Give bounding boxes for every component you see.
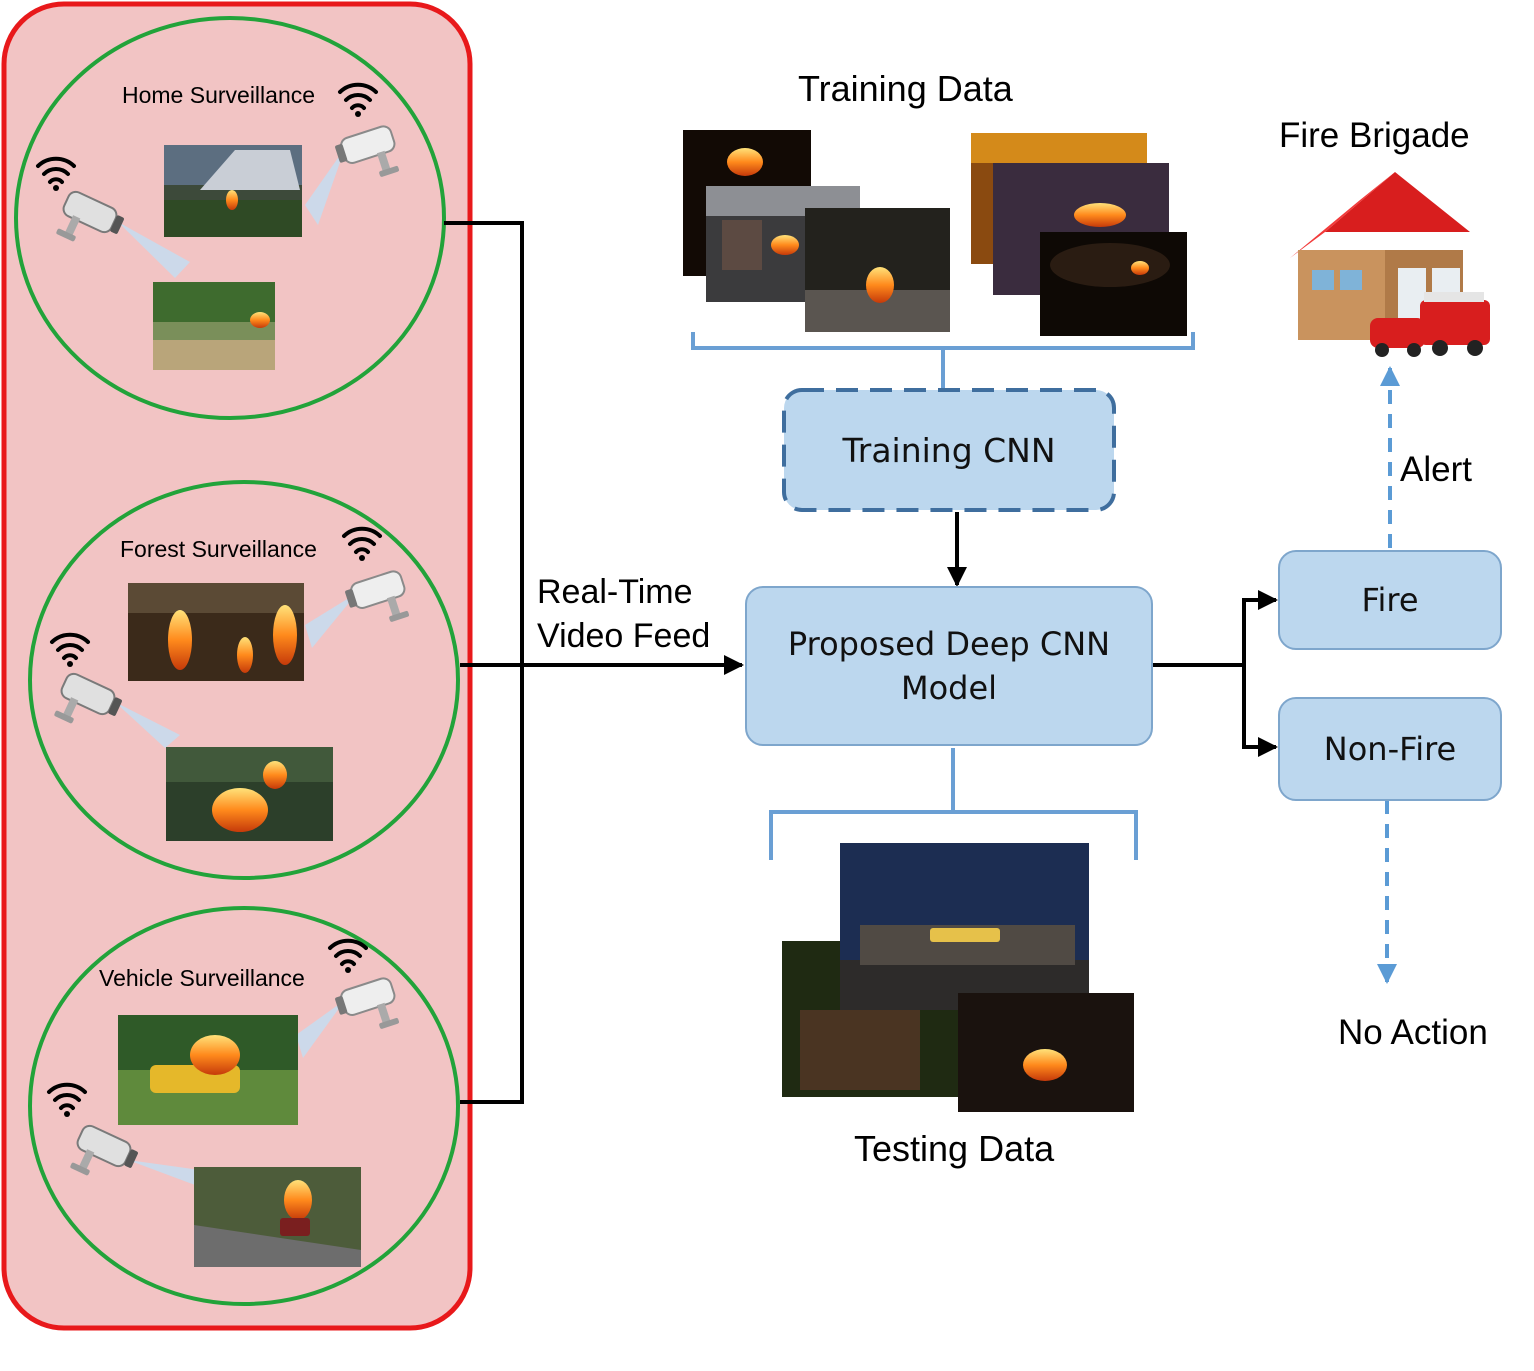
- fire-box: Fire: [1278, 550, 1502, 650]
- home-surveillance-circle: [14, 16, 446, 420]
- vehicle-surveillance-label: Vehicle Surveillance: [99, 965, 305, 991]
- testing-data-bracket: [769, 748, 1138, 860]
- non-fire-label: Non-Fire: [1323, 730, 1457, 768]
- training-data-photos: [683, 130, 1187, 336]
- camera-beams: [115, 148, 357, 1185]
- forest-surveillance-circle: [28, 480, 460, 880]
- training-cnn-box: Training CNN: [788, 394, 1110, 506]
- non-fire-box: Non-Fire: [1278, 697, 1502, 801]
- training-cnn-box-border: [782, 388, 1116, 512]
- training-data-bracket: [691, 332, 1195, 388]
- deep-cnn-model-box: Proposed Deep CNN Model: [745, 586, 1153, 746]
- video-feed-label-line2: Video Feed: [537, 617, 711, 655]
- testing-data-photos: [782, 843, 1134, 1112]
- training-cnn-label: Training CNN: [842, 430, 1056, 470]
- surveillance-photo: [118, 145, 361, 1267]
- wifi-icon: [36, 82, 382, 1117]
- model-label-line1: Proposed Deep CNN: [787, 625, 1111, 663]
- video-feed-label-line1: Real-Time: [537, 573, 693, 611]
- home-surveillance-label: Home Surveillance: [122, 82, 316, 108]
- cctv-camera-icon: [54, 125, 410, 1176]
- testing-data-label: Testing Data: [854, 1128, 1055, 1169]
- no-action-label: No Action: [1338, 1013, 1488, 1052]
- fire-station-icon: [1290, 172, 1490, 357]
- fire-brigade-label: Fire Brigade: [1279, 116, 1470, 155]
- model-label-line2: Model: [900, 669, 998, 707]
- alert-label: Alert: [1400, 450, 1472, 489]
- feed-connector-lines: [444, 221, 1278, 1104]
- forest-surveillance-label: Forest Surveillance: [120, 536, 317, 562]
- fire-label: Fire: [1361, 581, 1419, 619]
- vehicle-surveillance-circle: [28, 906, 460, 1306]
- training-data-label: Training Data: [798, 68, 1013, 109]
